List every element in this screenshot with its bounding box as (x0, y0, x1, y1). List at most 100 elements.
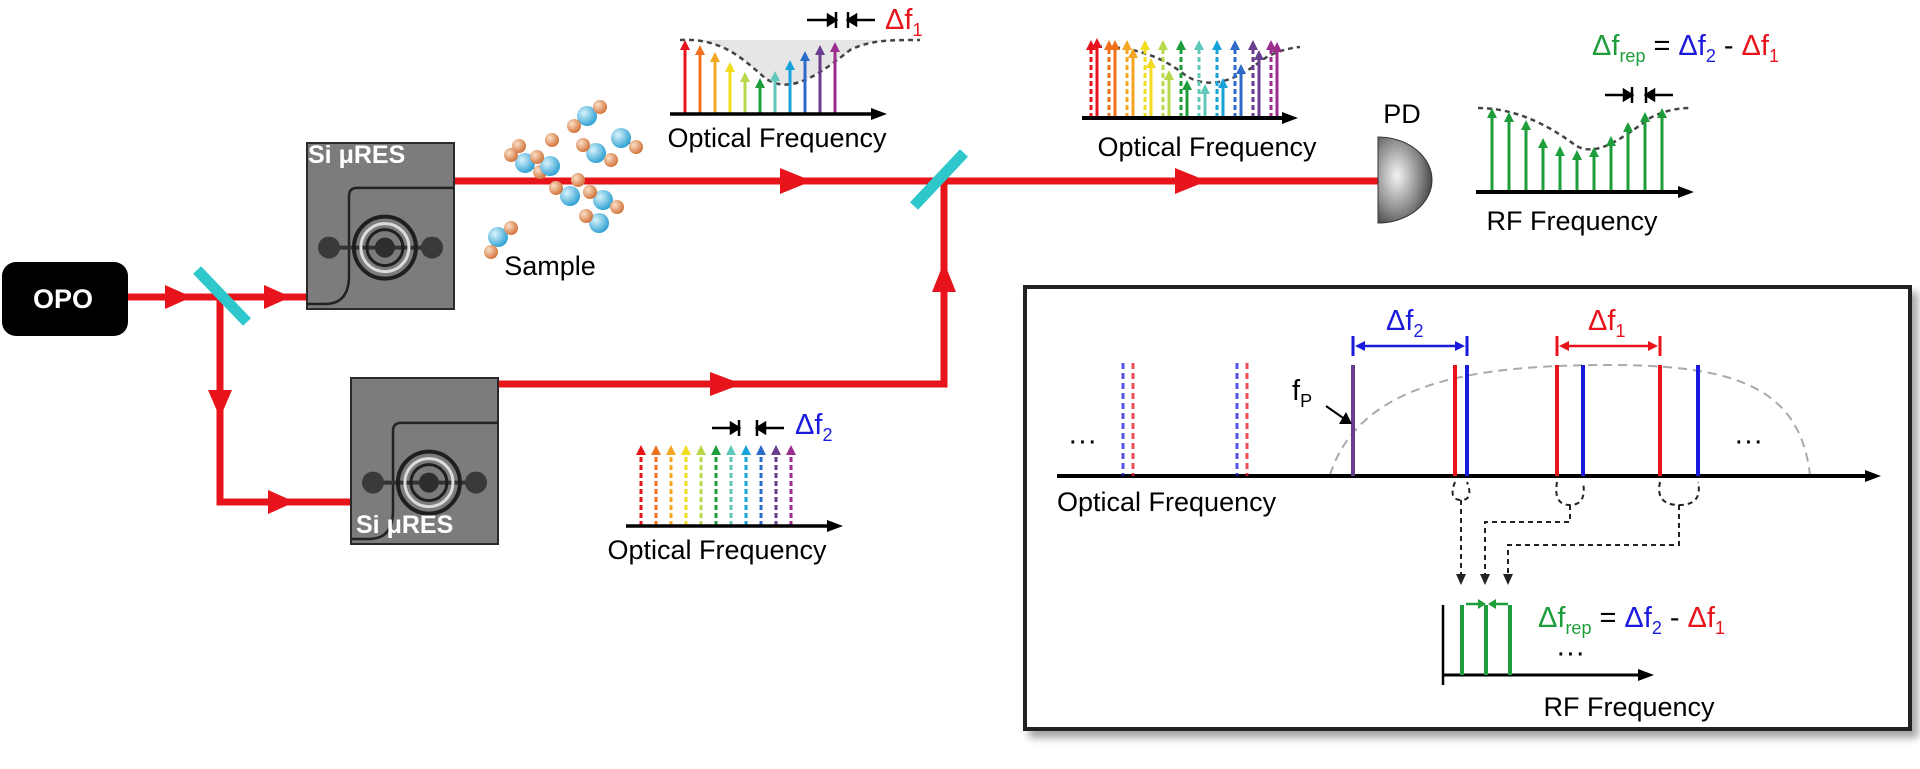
reference-comb-axis (626, 520, 843, 532)
opo-label: OPO (33, 284, 93, 314)
rf-comb-line (1623, 122, 1633, 192)
molecule (579, 209, 609, 233)
inset-optical-axis (1057, 470, 1881, 482)
atom-orange (504, 221, 518, 235)
beat-pair-1 (1451, 481, 1471, 502)
beam-arrow (165, 285, 192, 309)
comb-line (696, 445, 706, 526)
comb-line (740, 72, 750, 114)
atom-orange (604, 153, 618, 167)
inset-optical-axis-label: Optical Frequency (1057, 487, 1277, 517)
inset-ellipsis-rf: ··· (1556, 637, 1585, 669)
microresonator-bottom-label: Si μRES (356, 511, 453, 539)
beam-arrow (932, 262, 956, 292)
atom-orange (571, 173, 585, 187)
atom-orange (579, 209, 593, 223)
comb-line (800, 51, 810, 114)
molecule (583, 185, 624, 214)
contact-pad (318, 236, 340, 259)
rf-comb-line (1572, 150, 1582, 192)
atom-blue (488, 227, 508, 247)
comb-line (1104, 40, 1114, 118)
rf-comb-axis (1476, 186, 1694, 198)
beat-arrowhead (1456, 574, 1466, 585)
bus-waveguide (307, 186, 454, 306)
comb-line (726, 445, 736, 526)
chip-body (306, 142, 455, 310)
molecule (576, 138, 618, 167)
atom-orange (576, 138, 590, 152)
comb-line (651, 445, 661, 526)
contact-pad (362, 471, 384, 494)
ring-resonator-inner (365, 228, 405, 268)
combined-comb-axis (1082, 112, 1298, 124)
comb-line (786, 445, 796, 526)
chip-body (350, 377, 499, 545)
molecule (545, 133, 559, 147)
atom-orange (567, 119, 581, 133)
rf-comb-line (1555, 146, 1565, 192)
photodetector (1377, 136, 1433, 224)
comb-line (1122, 40, 1132, 118)
rf-envelope (1477, 106, 1691, 151)
comb-line (1164, 70, 1174, 118)
beam-arrow (710, 372, 742, 396)
inset-ellipsis-left: ··· (1068, 425, 1097, 457)
rf-comb-axis-label: RF Frequency (1486, 206, 1658, 236)
rf-comb-line (1521, 120, 1531, 192)
contact-pad (465, 471, 487, 494)
pump-pointer (1325, 405, 1347, 421)
inset-df2-label: Δf2 (1386, 305, 1423, 341)
rf-comb-spectrum (1476, 106, 1694, 198)
comb-line (695, 45, 705, 114)
microresonator-top-label: Si μRES (308, 141, 405, 169)
atom-orange (530, 150, 544, 164)
inset-df1-label: Δf1 (1588, 305, 1625, 341)
atom-blue (586, 143, 606, 163)
comb-line (830, 42, 840, 114)
comb-line (755, 78, 765, 114)
comb-line (785, 60, 795, 114)
comb-line (770, 71, 780, 114)
atom-orange (583, 185, 597, 199)
rf-comb-line (1606, 136, 1616, 192)
rf-comb-line (1504, 112, 1514, 192)
comb-line (710, 52, 720, 114)
reference-comb-axis-label: Optical Frequency (607, 535, 827, 565)
beam-arrow (264, 285, 291, 309)
comb-line (741, 445, 751, 526)
atom-orange (593, 100, 607, 114)
bus-waveguide (351, 421, 498, 541)
beam-arrow (1175, 168, 1207, 194)
ring-resonator-inner (409, 463, 449, 503)
comb-line (1200, 84, 1210, 118)
sample-comb-axis (670, 108, 887, 120)
comb-line (725, 62, 735, 114)
comb-line (1092, 38, 1102, 118)
pump-pointer-head (1339, 412, 1352, 424)
comb-line (1194, 40, 1204, 118)
pump-label: fP (1292, 375, 1312, 411)
molecule (611, 128, 643, 154)
beat-arrowhead (1480, 574, 1490, 585)
pd-label: PD (1383, 99, 1421, 129)
inset-panel (1023, 285, 1912, 731)
inset-ellipsis-right: ··· (1734, 425, 1763, 457)
ring-resonator (403, 457, 455, 509)
sample-label: Sample (504, 251, 596, 281)
atom-blue (611, 128, 631, 148)
combined-envelope (1087, 45, 1301, 84)
comb-line (1248, 40, 1258, 118)
reference-comb-spectrum (626, 445, 843, 532)
atom-blue (515, 153, 535, 173)
beam-arrow (208, 390, 232, 418)
rf-comb-line (1589, 147, 1599, 192)
rf-comb-line (1487, 108, 1497, 192)
beam-reference-arm (498, 181, 948, 388)
beam-direction-arrows (165, 168, 1207, 514)
molecule (567, 100, 607, 133)
rf-comb-line (1640, 112, 1650, 192)
inset-frep-relation: Δfrep=Δf2-Δf1 (1538, 602, 1725, 638)
comb-line (1212, 40, 1222, 118)
frep-spacing-marker (1605, 87, 1673, 103)
